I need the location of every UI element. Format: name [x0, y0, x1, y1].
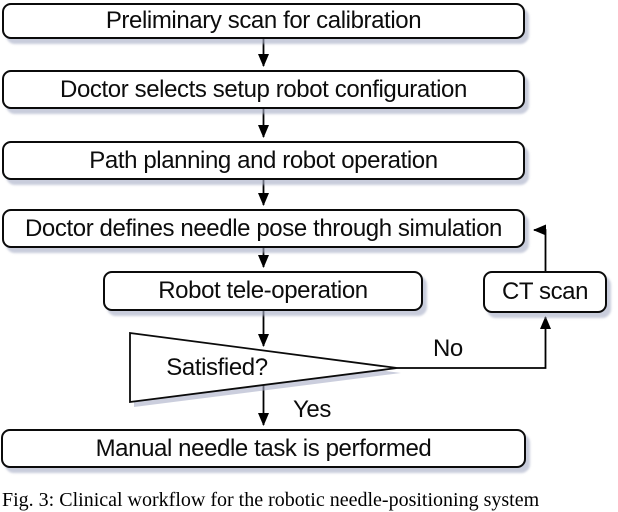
decision-triangle — [129, 331, 398, 404]
flow-node-manual-needle-task: Manual needle task is performed — [1, 429, 526, 468]
edge-label-no: No — [433, 335, 463, 362]
decision-label: Satisfied? — [166, 354, 268, 381]
arrow-no-to-ctscan — [397, 316, 551, 369]
edge-label-yes: Yes — [293, 396, 331, 423]
flow-node-needle-pose-simulation: Doctor defines needle pose through simul… — [2, 209, 525, 248]
flow-node-preliminary-scan: Preliminary scan for calibration — [2, 3, 525, 39]
figure-caption: Fig. 3: Clinical workflow for the roboti… — [2, 489, 540, 511]
flow-node-robot-teleoperation: Robot tele-operation — [103, 271, 423, 311]
flow-node-path-planning: Path planning and robot operation — [2, 141, 525, 180]
flow-node-doctor-selects-config: Doctor selects setup robot configuration — [2, 70, 525, 109]
flow-node-ct-scan: CT scan — [483, 271, 607, 313]
arrow-ctscan-to-pose — [533, 224, 547, 271]
